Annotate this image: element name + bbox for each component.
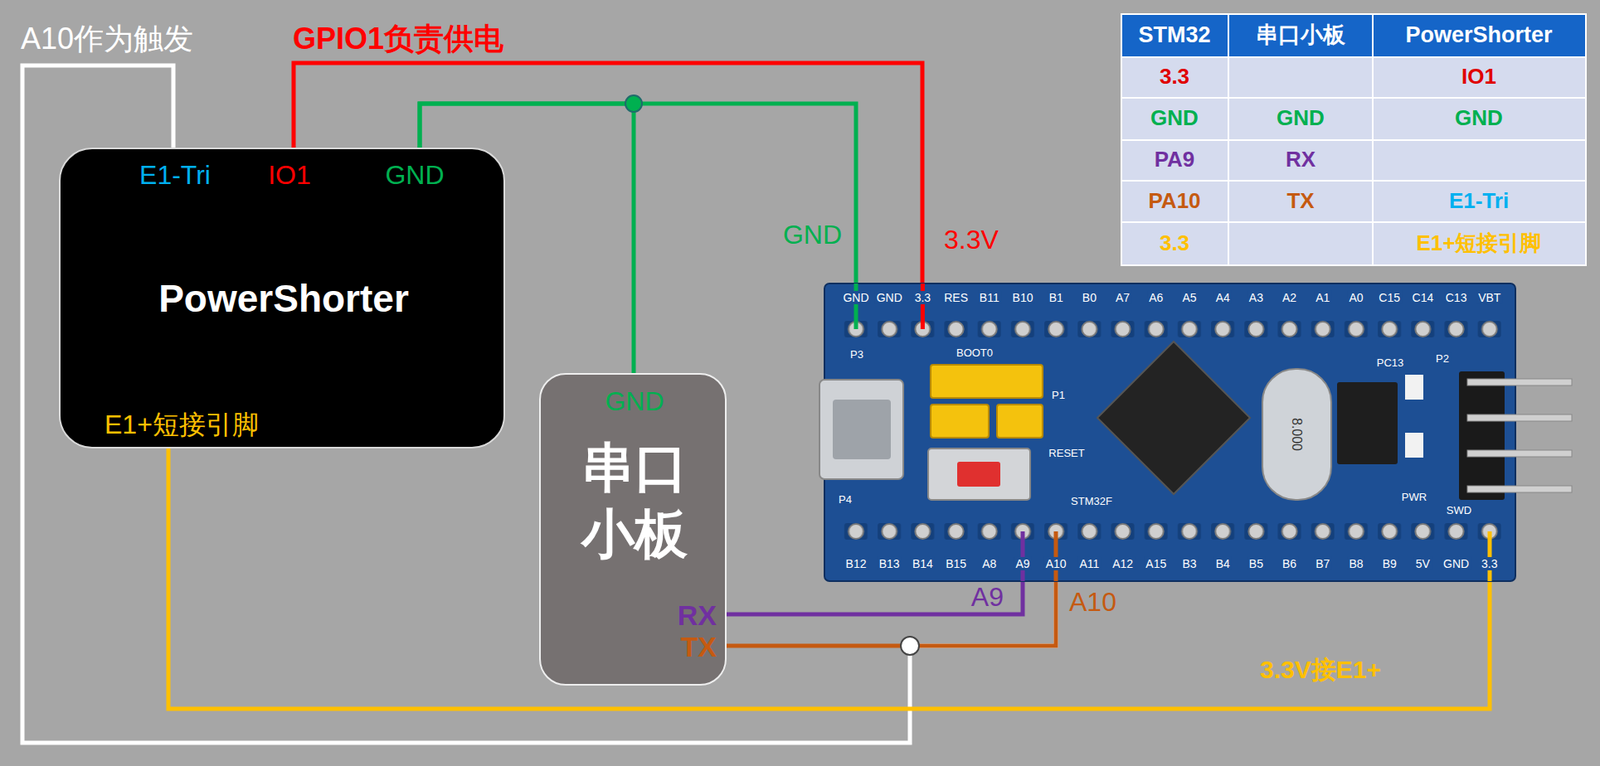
pin-label: B8 xyxy=(1347,557,1365,571)
pin-label: B9 xyxy=(1381,557,1399,571)
pin-label: C14 xyxy=(1410,291,1436,305)
table-header-cell: STM32 xyxy=(1137,22,1211,49)
junction-dot xyxy=(900,637,920,656)
pin-label: A7 xyxy=(1113,291,1132,305)
node-text: 串口 小板 xyxy=(572,434,697,568)
pin-label: B1 xyxy=(1047,291,1066,305)
pin-label: B13 xyxy=(877,557,902,571)
annotation: GPIO1负责供电 xyxy=(292,21,504,56)
pin-label: 3.3 xyxy=(913,291,933,305)
table-header xyxy=(1121,14,1586,58)
node-text: RX xyxy=(677,599,717,633)
pin-label: GND xyxy=(841,291,871,305)
pin-label: RES xyxy=(942,291,970,305)
pin-label: P1 xyxy=(1050,389,1067,403)
pin-label: VBT xyxy=(1476,291,1503,305)
table-cell: PA10 xyxy=(1147,189,1201,214)
pin-label: 3.3 xyxy=(1479,557,1499,571)
pin-label: A10 xyxy=(1044,557,1069,571)
pin-label: BOOT0 xyxy=(954,347,995,360)
pin-label: C15 xyxy=(1376,291,1402,305)
pin-label: B0 xyxy=(1080,291,1099,305)
pin-label: A1 xyxy=(1313,291,1332,305)
pin-label: A5 xyxy=(1180,291,1198,305)
table-cell: IO1 xyxy=(1461,64,1497,90)
node-text: E1+短接引脚 xyxy=(104,409,259,441)
pin-label: A12 xyxy=(1110,557,1135,571)
pin-label: B4 xyxy=(1214,557,1232,571)
pin-label: STM32F xyxy=(1069,496,1114,509)
pin-label: PWR xyxy=(1400,491,1429,505)
node-text: IO1 xyxy=(267,160,312,191)
table-cell: GND xyxy=(1150,106,1199,132)
wire-label: A9 xyxy=(971,582,1004,613)
pin-label: P4 xyxy=(836,494,854,507)
node-text: GND xyxy=(604,386,664,418)
pin-label: C13 xyxy=(1444,291,1469,305)
node-text: TX xyxy=(680,631,717,664)
table-cell: RX xyxy=(1285,147,1316,173)
powershorter-box: E1-Tri IO1 GND PowerShorterE1+短接引脚 xyxy=(58,147,506,449)
pin-label: B12 xyxy=(844,557,869,571)
pin-label: B7 xyxy=(1313,557,1332,571)
node-text: GND xyxy=(384,160,444,191)
stm32-board-illustration xyxy=(824,283,1516,582)
pin-label: A8 xyxy=(980,557,998,571)
wire-connector xyxy=(726,581,1023,615)
pin-label: B15 xyxy=(943,557,968,571)
wire-label: 3.3V接E1+ xyxy=(1259,656,1382,686)
wire-label: GND xyxy=(782,219,842,251)
pin-label: PC13 xyxy=(1375,357,1406,370)
pin-label: B14 xyxy=(910,557,935,571)
table-header-cell: PowerShorter xyxy=(1405,22,1552,49)
table-cell: 3.3 xyxy=(1159,64,1190,90)
wire-label: A10 xyxy=(1069,587,1117,618)
pin-label: A0 xyxy=(1347,291,1365,305)
wire-connector xyxy=(726,581,1056,647)
pin-label: GND xyxy=(875,291,905,305)
table-cell: E1+短接引脚 xyxy=(1416,231,1542,257)
table-cell: GND xyxy=(1276,106,1325,132)
pin-label: B3 xyxy=(1180,557,1198,571)
pin-label: A2 xyxy=(1280,291,1299,305)
stm32-board: GND GND 3.3 RES B11 B10 B1 B0 A7 A6 A5 A4 A3 A2 A1 A0 C1… xyxy=(824,283,1516,582)
pin-label: B11 xyxy=(977,291,1002,305)
wire-stub xyxy=(855,283,1490,582)
annotation: A10作为触发 xyxy=(20,21,194,56)
pin-label: P2 xyxy=(1434,353,1451,366)
pin-label: RESET xyxy=(1046,447,1086,461)
pin-label: SWD xyxy=(1444,505,1474,518)
table-cell: 3.3 xyxy=(1159,231,1190,257)
pin-label: A3 xyxy=(1247,291,1265,305)
pin-label: B6 xyxy=(1280,557,1299,571)
pin-label: P3 xyxy=(848,349,866,362)
junction-dot xyxy=(625,95,642,112)
wire-connector xyxy=(22,65,1056,744)
node-text: PowerShorter xyxy=(158,277,409,321)
pin-label: A6 xyxy=(1147,291,1165,305)
table-cell: GND xyxy=(1454,106,1503,132)
table-cell: E1-Tri xyxy=(1449,189,1509,214)
pin-label: B10 xyxy=(1011,291,1036,305)
uart-board-box: GND 串口 小板 RXTX xyxy=(539,373,727,686)
node-text: E1-Tri xyxy=(139,160,211,191)
pin-label: B5 xyxy=(1247,557,1265,571)
pin-label: 5V xyxy=(1414,557,1432,571)
table-body xyxy=(1121,57,1586,266)
pin-label: A11 xyxy=(1077,557,1101,571)
pin-label: A15 xyxy=(1143,557,1168,571)
wire-label: 3.3V xyxy=(943,224,999,256)
pin-label: 8.000 xyxy=(1288,416,1304,453)
table-header-cell: 串口小板 xyxy=(1255,22,1346,49)
pin-label: A4 xyxy=(1214,291,1232,305)
table-cell: PA9 xyxy=(1154,147,1196,173)
table-cell: TX xyxy=(1286,189,1314,214)
pin-label: GND xyxy=(1441,557,1471,571)
table-grid xyxy=(1121,14,1586,266)
pin-label: A9 xyxy=(1013,557,1032,571)
